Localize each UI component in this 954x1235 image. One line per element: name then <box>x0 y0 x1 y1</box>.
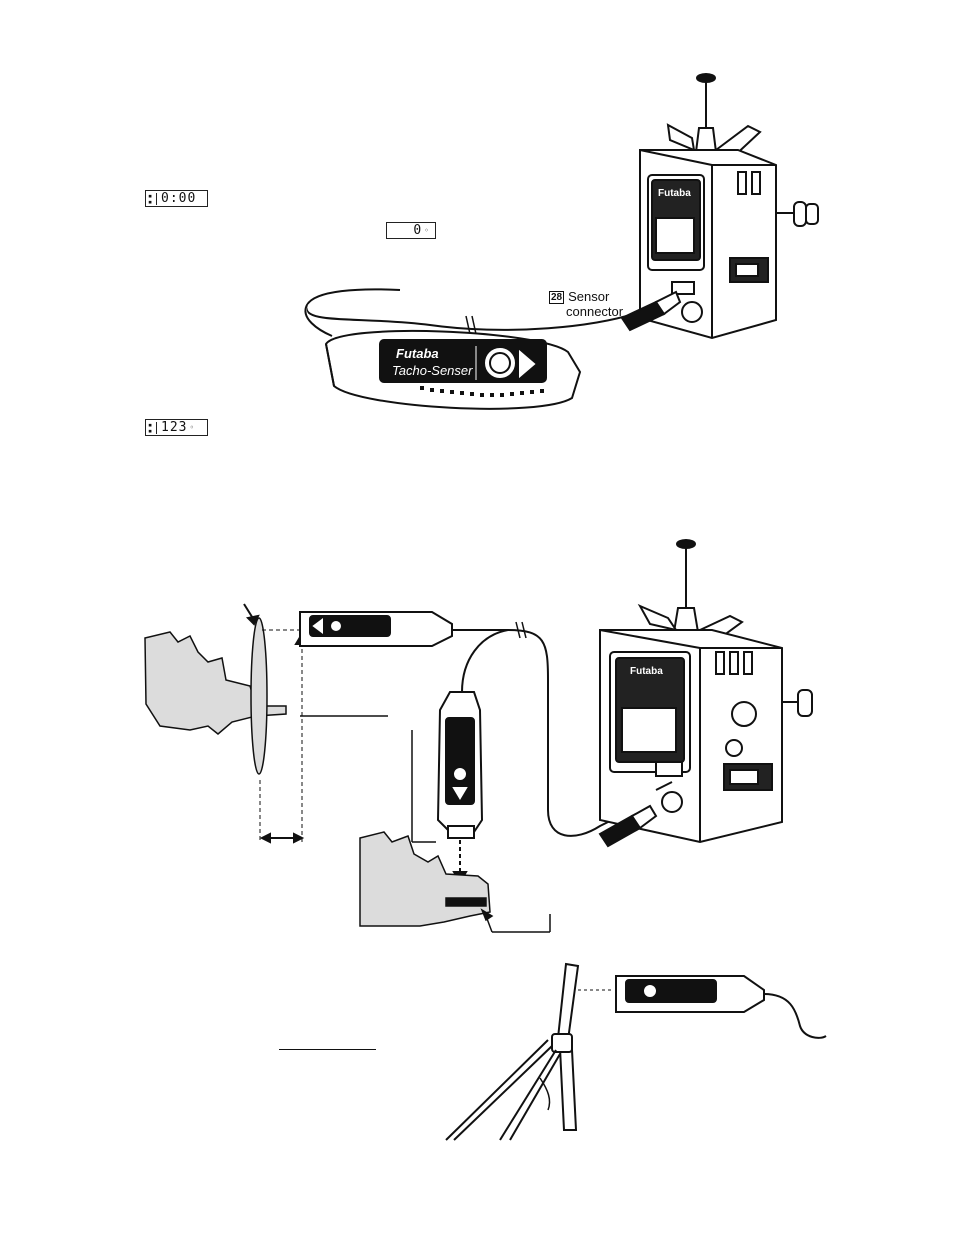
sensor-vertical-icon <box>436 691 484 839</box>
tacho-sensor-body <box>324 329 582 410</box>
sensor-product-label: Tacho-Senser <box>392 363 473 378</box>
sensor-brand-label: Futaba <box>396 346 439 361</box>
callout-line2: connector <box>566 304 624 319</box>
distance-arrow <box>259 632 310 844</box>
engine-propeller-icon <box>144 617 287 775</box>
rpm-readout: 123 <box>161 420 188 435</box>
figure-measurement-setup: Futaba <box>144 539 813 933</box>
zero-readout: 0 <box>413 223 423 238</box>
antenna-icon <box>694 73 718 153</box>
stick-knob-icon <box>776 201 819 227</box>
arrow-to-propeller <box>243 603 260 626</box>
rotor-blade-icon <box>551 962 580 1131</box>
underline-rule <box>279 1049 376 1050</box>
sensor-cable <box>305 288 657 331</box>
connector-plug-icon <box>620 290 682 332</box>
sensor-horizontal-icon <box>299 611 453 647</box>
sensor-cable-2 <box>452 629 621 837</box>
engine-bottom-icon <box>359 831 491 927</box>
sensor-helicopter-icon <box>615 975 827 1039</box>
lcd-mode-icon: ▪▪ <box>148 192 157 205</box>
connector-plug-icon-2 <box>598 781 673 848</box>
transmitter-body-2 <box>599 603 783 844</box>
rotor-frame-icon <box>445 1039 561 1141</box>
distance-guide-lines <box>259 629 303 842</box>
figure-transmitter-sensor: Futaba Futaba Tacho-Senser <box>304 73 819 410</box>
cable-break-icon <box>465 315 477 335</box>
cable-break-icon-2 <box>515 621 527 639</box>
lcd-unit-icon: ◦ <box>424 226 429 235</box>
transmitter-brand-label-2: Futaba <box>630 666 663 677</box>
callout-line1: Sensor <box>568 289 610 304</box>
callout-number-badge: 28 <box>549 291 565 304</box>
figure-helicopter-rotor <box>445 962 827 1141</box>
lcd-rpm-display: ▪▪ 123 ◦ <box>145 419 208 436</box>
lcd-zero-display: 0 ◦ <box>386 222 436 239</box>
stick-knob-icon-2 <box>782 689 813 717</box>
lcd-timer-display: ▪▪ 0:00 <box>145 190 208 207</box>
timer-readout: 0:00 <box>161 191 197 206</box>
arrow-to-shaft <box>480 908 551 933</box>
sensor-vent-holes <box>420 386 544 397</box>
antenna-icon-2 <box>672 539 700 633</box>
lcd-mode-icon-2: ▪▪ <box>148 421 157 434</box>
lcd-unit-icon-2: ◦ <box>189 423 195 432</box>
transmitter-brand-label: Futaba <box>658 188 691 199</box>
